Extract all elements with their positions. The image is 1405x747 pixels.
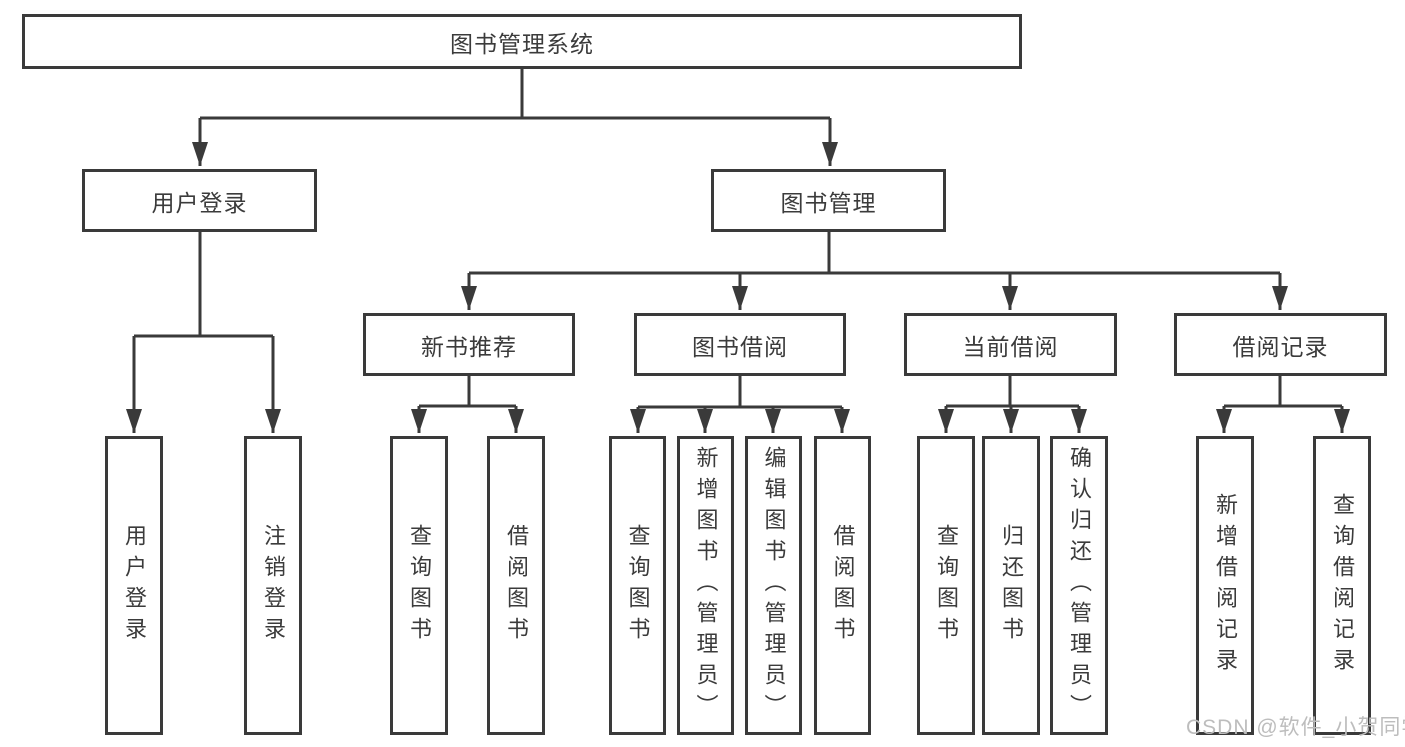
node-borrow-records: 借阅记录 — [1174, 313, 1387, 376]
leaf-add-borrow-record-label: 新增借阅记录 — [1213, 492, 1238, 679]
leaf-edit-books-admin: 编辑图书（管理员） — [745, 436, 802, 735]
leaf-query-books-current-label: 查询图书 — [934, 523, 959, 648]
leaf-query-books-recommend: 查询图书 — [390, 436, 448, 735]
leaf-borrow-books-recommend-label: 借阅图书 — [504, 523, 529, 648]
leaf-add-borrow-record: 新增借阅记录 — [1196, 436, 1254, 735]
leaf-query-books-borrow: 查询图书 — [609, 436, 666, 735]
node-book-management: 图书管理 — [711, 169, 946, 232]
leaf-user-login-label: 用户登录 — [122, 523, 147, 648]
leaf-logout-label: 注销登录 — [261, 523, 286, 648]
node-book-borrow-label: 图书借阅 — [692, 333, 788, 360]
leaf-user-login: 用户登录 — [105, 436, 163, 735]
leaf-add-books-admin: 新增图书（管理员） — [677, 436, 734, 735]
leaf-confirm-return-admin: 确认归还（管理员） — [1050, 436, 1108, 735]
node-new-book-recommend-label: 新书推荐 — [421, 333, 517, 360]
csdn-watermark: CSDN @软件_小贺同学 — [1186, 716, 1405, 739]
node-new-book-recommend: 新书推荐 — [363, 313, 575, 376]
leaf-query-borrow-record-label: 查询借阅记录 — [1330, 492, 1355, 679]
node-root-system: 图书管理系统 — [22, 14, 1022, 69]
leaf-query-borrow-record: 查询借阅记录 — [1313, 436, 1371, 735]
leaf-query-books-borrow-label: 查询图书 — [625, 523, 651, 648]
leaf-return-books-label: 归还图书 — [999, 523, 1024, 648]
leaf-return-books: 归还图书 — [982, 436, 1040, 735]
leaf-confirm-return-admin-label: 确认归还（管理员） — [1067, 446, 1092, 725]
leaf-logout: 注销登录 — [244, 436, 302, 735]
leaf-query-books-current: 查询图书 — [917, 436, 975, 735]
leaf-borrow-books: 借阅图书 — [814, 436, 871, 735]
leaf-edit-books-admin-label: 编辑图书（管理员） — [761, 446, 787, 725]
leaf-borrow-books-recommend: 借阅图书 — [487, 436, 545, 735]
node-current-borrow: 当前借阅 — [904, 313, 1117, 376]
leaf-add-books-admin-label: 新增图书（管理员） — [693, 446, 719, 725]
node-book-borrow: 图书借阅 — [634, 313, 846, 376]
leaf-borrow-books-label: 借阅图书 — [830, 523, 856, 648]
node-user-login: 用户登录 — [82, 169, 317, 232]
leaf-query-books-recommend-label: 查询图书 — [407, 523, 432, 648]
node-borrow-records-label: 借阅记录 — [1232, 333, 1329, 360]
node-root-label: 图书管理系统 — [450, 30, 594, 57]
node-user-login-label: 用户登录 — [151, 189, 248, 216]
node-book-management-label: 图书管理 — [780, 189, 877, 216]
node-current-borrow-label: 当前借阅 — [962, 333, 1059, 360]
